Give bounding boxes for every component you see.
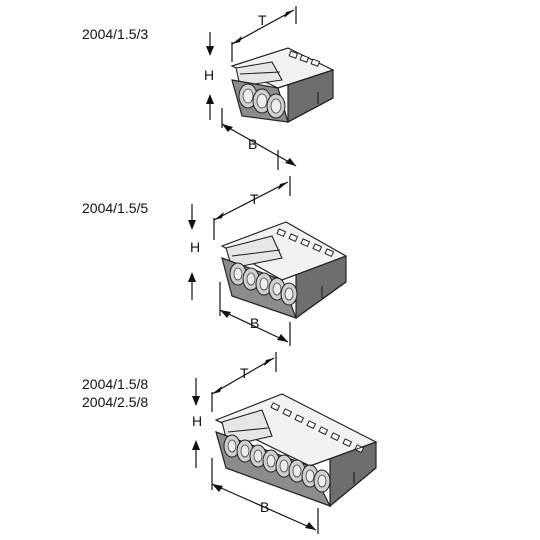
lever-slots xyxy=(276,228,335,258)
label-h-5pole: H xyxy=(190,239,200,255)
wire-entry-holes xyxy=(229,262,298,306)
connector-3pole: T H B xyxy=(204,6,335,170)
dimension-b-3pole: B xyxy=(221,108,297,170)
dimension-h-8pole: H xyxy=(192,378,202,468)
label-b-3pole: B xyxy=(248,136,257,152)
label-h-8pole: H xyxy=(192,413,202,429)
label-t-3pole: T xyxy=(258,12,267,28)
model-label-3pole: 2004/1.5/3 xyxy=(82,26,149,42)
label-h-3pole: H xyxy=(204,67,214,83)
dimension-h-5pole: H xyxy=(188,204,200,300)
wire-entry-holes xyxy=(223,434,331,493)
label-t-8pole: T xyxy=(240,365,249,381)
dimension-t-8pole: T xyxy=(211,352,277,412)
model-label-8pole-a: 2004/1.5/8 xyxy=(82,376,149,392)
wire-entry-holes xyxy=(238,83,286,119)
model-label-8pole-b: 2004/2.5/8 xyxy=(82,394,149,410)
dimension-b-5pole: B xyxy=(219,282,291,346)
label-b-5pole: B xyxy=(250,315,259,331)
dimension-t-3pole: T xyxy=(231,6,297,62)
connector-5pole: T H B xyxy=(188,176,348,346)
lever-slots xyxy=(288,50,321,67)
dimension-h-3pole: H xyxy=(204,32,214,120)
dimension-t-5pole: T xyxy=(213,176,291,240)
connector-8pole: T H B xyxy=(192,352,378,534)
label-b-8pole: B xyxy=(260,499,269,515)
label-t-5pole: T xyxy=(250,191,259,207)
dimension-b-8pole: B xyxy=(211,458,319,534)
model-label-5pole: 2004/1.5/5 xyxy=(82,200,149,216)
